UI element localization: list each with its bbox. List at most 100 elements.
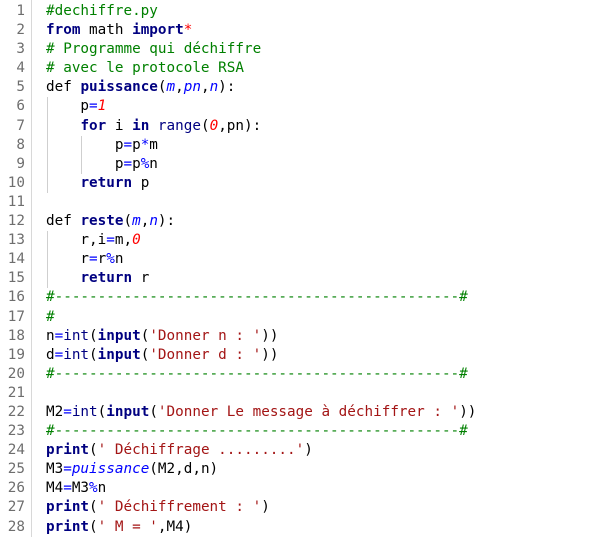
- code-token: return: [80, 174, 133, 191]
- code-token: (: [140, 327, 150, 344]
- indent-guide: [47, 269, 48, 289]
- code-line[interactable]: 3 # Programme qui déchiffre: [0, 40, 600, 59]
- code-token: m: [149, 136, 158, 153]
- code-token: print: [46, 518, 90, 535]
- code-token: 'Donner n : ': [149, 327, 262, 344]
- code-token: *: [140, 136, 150, 153]
- code-line[interactable]: 6 p=1: [0, 97, 600, 117]
- code-line[interactable]: 9 p=p%n: [0, 154, 600, 174]
- code-token: print: [46, 442, 90, 459]
- line-number: 9: [16, 155, 25, 172]
- code-token: #---------------------------------------…: [46, 365, 468, 382]
- code-text: M2=int(input('Donner Le message à déchif…: [46, 403, 476, 422]
- indent-guide: [47, 97, 48, 117]
- code-token: p: [132, 174, 150, 191]
- code-line[interactable]: 8 p=p*m: [0, 135, 600, 155]
- code-token: %: [89, 480, 98, 497]
- code-token: # avec le protocole RSA: [46, 60, 244, 77]
- indent-guide: [47, 173, 48, 193]
- code-token: [46, 118, 80, 134]
- code-line[interactable]: 16#-------------------------------------…: [0, 288, 600, 307]
- code-token: # Programme qui déchiffre: [46, 41, 262, 58]
- line-number: 28: [7, 518, 25, 535]
- code-token: p: [132, 155, 141, 172]
- code-line[interactable]: 15 return r: [0, 269, 600, 289]
- code-token: M2: [46, 403, 64, 420]
- code-token: r: [46, 251, 90, 268]
- code-token: =: [54, 346, 64, 363]
- code-token: puissance: [80, 79, 158, 96]
- code-token: math: [80, 22, 133, 39]
- code-line[interactable]: 11: [0, 193, 600, 212]
- code-line[interactable]: 22 M2=int(input('Donner Le message à déch…: [0, 403, 600, 422]
- code-line[interactable]: 21: [0, 384, 600, 403]
- code-token: m: [166, 79, 176, 96]
- code-line[interactable]: 7 for i in range(0,pn):: [0, 116, 600, 136]
- line-number: 6: [16, 98, 25, 115]
- code-token: 1: [97, 98, 107, 115]
- code-token: puissance: [71, 461, 150, 478]
- line-number: 10: [7, 174, 25, 191]
- code-text: # avec le protocole RSA: [46, 59, 244, 78]
- code-token: input: [106, 403, 150, 420]
- code-line[interactable]: 23#-------------------------------------…: [0, 422, 600, 441]
- code-token: n: [97, 480, 107, 497]
- code-text: #dechiffre.py: [46, 2, 158, 21]
- code-line[interactable]: 14 r=r%n: [0, 250, 600, 270]
- code-token: %: [106, 251, 115, 268]
- code-text: def reste(m,n):: [46, 212, 175, 231]
- code-line[interactable]: 10 return p: [0, 173, 600, 193]
- code-token: ): [304, 442, 313, 459]
- line-number: 13: [7, 232, 25, 249]
- code-token: %: [140, 155, 150, 172]
- code-token: )): [459, 403, 477, 420]
- code-token: =: [106, 232, 115, 249]
- indent-guide: [47, 154, 48, 174]
- code-token: int: [71, 403, 98, 420]
- code-token: =: [123, 155, 133, 172]
- code-token: =: [63, 480, 72, 497]
- code-token: input: [97, 346, 141, 363]
- line-number: 22: [7, 403, 25, 420]
- code-line[interactable]: 4# avec le protocole RSA: [0, 59, 600, 78]
- code-token: *: [183, 22, 193, 39]
- code-token: (M2,d,n): [149, 461, 219, 478]
- code-token: #: [46, 308, 55, 325]
- indent-guide: [47, 231, 48, 251]
- code-token: int: [63, 327, 90, 344]
- code-token: r: [97, 251, 107, 268]
- line-number: 23: [7, 423, 25, 440]
- code-line[interactable]: 17#: [0, 308, 600, 327]
- code-line[interactable]: 13 r,i=m,0: [0, 231, 600, 251]
- code-token: m,: [114, 232, 133, 249]
- indent-guide: [47, 250, 48, 270]
- code-text: # Programme qui déchiffre: [46, 40, 261, 59]
- code-token: def: [46, 79, 81, 96]
- code-token: (: [157, 79, 167, 96]
- code-token: range: [157, 117, 201, 134]
- line-number: 26: [7, 480, 25, 497]
- code-text: print(' Déchiffrage .........'): [46, 441, 313, 460]
- line-number: 7: [16, 117, 25, 134]
- code-token: =: [123, 136, 133, 153]
- code-line[interactable]: 20#-------------------------------------…: [0, 365, 600, 384]
- code-token: ,: [140, 213, 150, 230]
- code-text: return p: [46, 174, 149, 193]
- code-line[interactable]: 1#dechiffre.py: [0, 2, 600, 21]
- code-token: =: [89, 98, 98, 115]
- line-number: 27: [7, 499, 25, 516]
- code-token: ' Déchiffrement : ': [97, 499, 262, 516]
- line-number: 3: [16, 41, 25, 58]
